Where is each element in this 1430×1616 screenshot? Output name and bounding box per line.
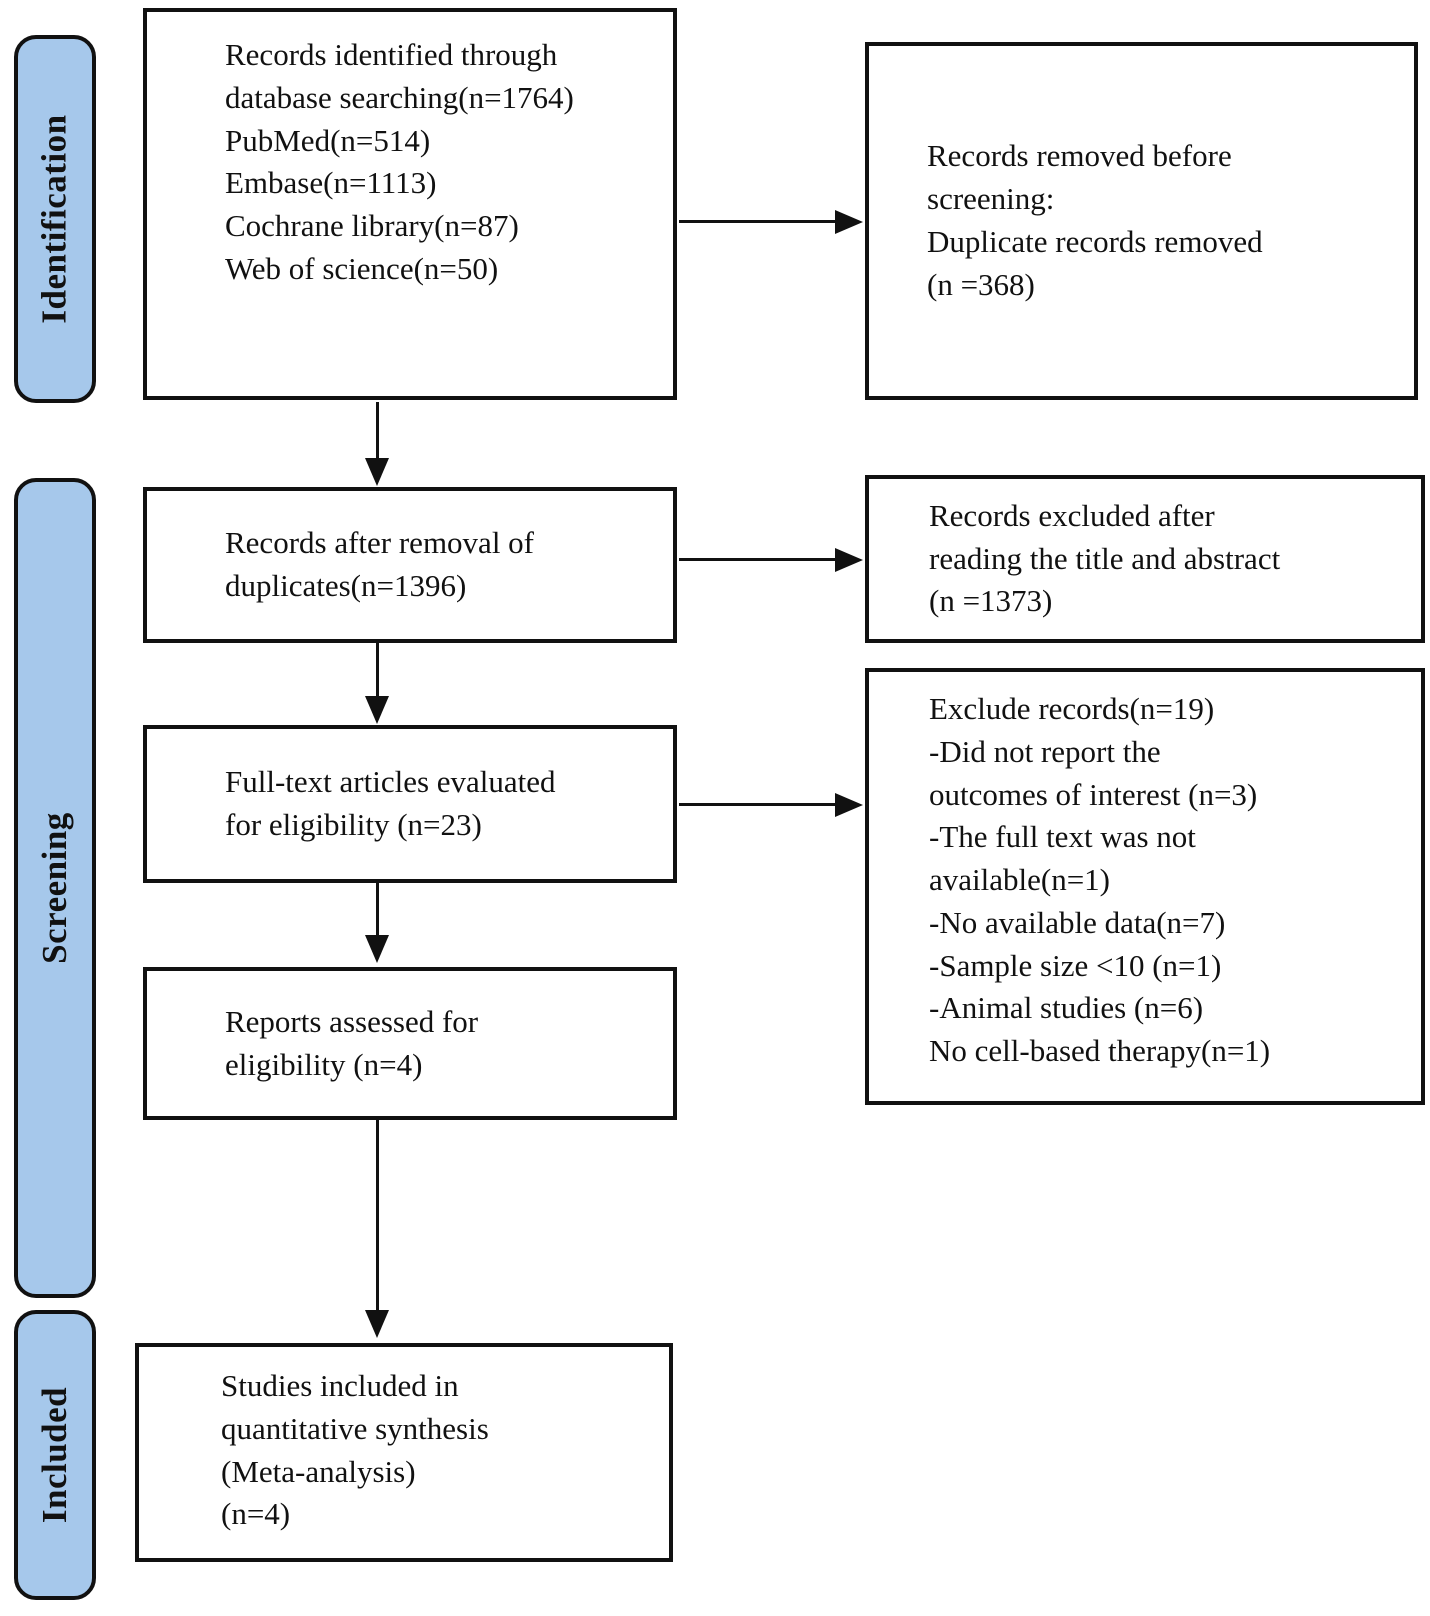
stage-label-identification: Identification	[35, 114, 75, 324]
flow-box-records-removed-before-screening: Records removed before screening: Duplic…	[865, 42, 1418, 400]
stage-label-included: Included	[35, 1386, 74, 1524]
flow-box-reports-assessed: Reports assessed for eligibility (n=4)	[143, 967, 677, 1120]
arrow-line	[679, 558, 835, 561]
flow-box-records-excluded-title-abstract: Records excluded after reading the title…	[865, 475, 1425, 643]
flow-box-fulltext-evaluated: Full-text articles evaluated for eligibi…	[143, 725, 677, 883]
arrow-down-head	[365, 1310, 389, 1338]
arrow-down-head	[365, 696, 389, 724]
arrow-line	[679, 803, 835, 806]
flow-box-excluded-fulltext-reasons: Exclude records(n=19) -Did not report th…	[865, 668, 1425, 1105]
stage-bar-screening: Screening	[14, 478, 96, 1298]
arrow-line	[376, 1120, 379, 1312]
arrow-line	[376, 883, 379, 937]
flow-box-records-after-duplicates: Records after removal of duplicates(n=13…	[143, 487, 677, 643]
arrow-line	[376, 402, 379, 460]
flow-box-records-identified: Records identified through database sear…	[143, 8, 677, 400]
stage-label-screening: Screening	[35, 812, 75, 964]
arrow-down-head	[365, 458, 389, 486]
arrow-right-head	[835, 210, 863, 234]
arrow-down-head	[365, 935, 389, 963]
arrow-right-head	[835, 793, 863, 817]
arrow-line	[679, 220, 835, 223]
flow-box-studies-included: Studies included in quantitative synthes…	[135, 1343, 673, 1562]
arrow-line	[376, 643, 379, 698]
stage-bar-included: Included	[14, 1310, 96, 1600]
stage-bar-identification: Identification	[14, 35, 96, 403]
arrow-right-head	[835, 548, 863, 572]
